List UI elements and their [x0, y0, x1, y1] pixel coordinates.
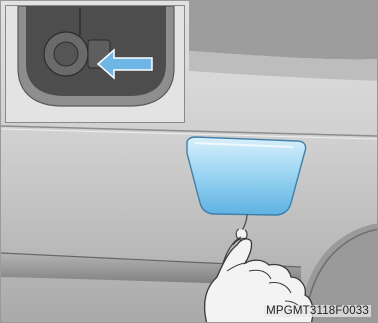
rear-window-shape	[189, 1, 378, 59]
access-cover	[187, 137, 306, 215]
inset-drawing	[6, 6, 185, 123]
figure-code: MPGMT3118F0033	[264, 305, 371, 317]
detail-inset	[5, 5, 185, 123]
